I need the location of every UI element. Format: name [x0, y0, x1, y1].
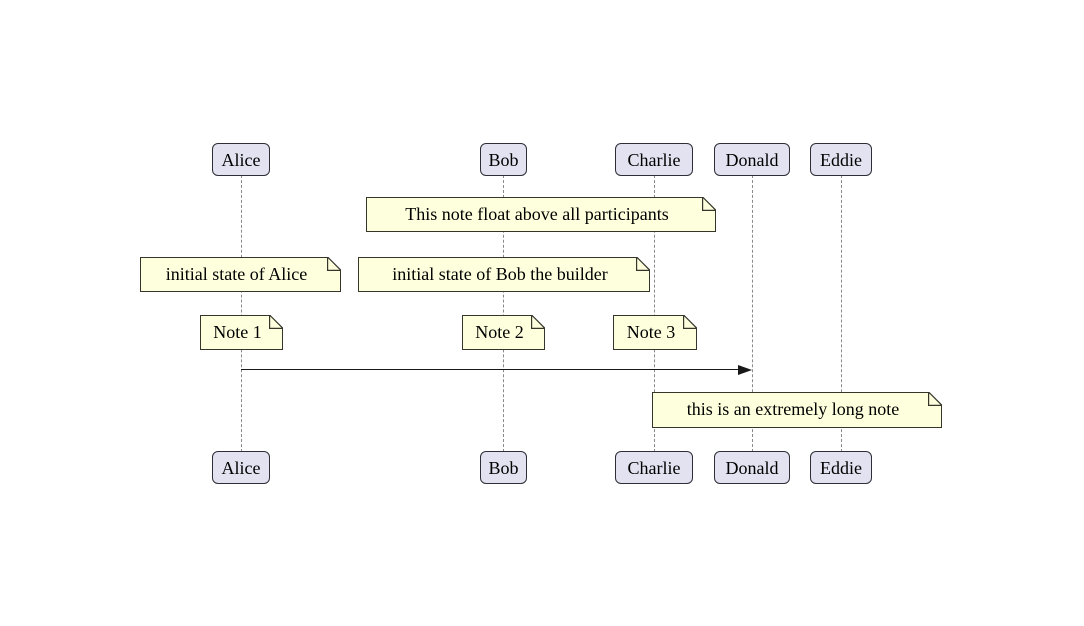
note-initial-alice-text: initial state of Alice	[165, 263, 308, 284]
participant-bob-bottom: Bob	[480, 451, 527, 484]
note-1-text: Note 1	[213, 321, 262, 342]
note-3: Note 3	[613, 315, 697, 350]
note-initial-alice: initial state of Alice	[140, 257, 341, 292]
note-fold-icon	[928, 392, 942, 406]
note-fold-icon	[269, 315, 283, 329]
note-floating: This note float above all participants	[366, 197, 716, 232]
note-2-text: Note 2	[475, 321, 524, 342]
note-fold-icon	[636, 257, 650, 271]
lifeline-charlie	[654, 175, 655, 452]
note-1: Note 1	[200, 315, 283, 350]
note-2: Note 2	[462, 315, 545, 350]
participant-eddie-top: Eddie	[810, 143, 872, 176]
participant-alice-top: Alice	[212, 143, 270, 176]
note-fold-icon	[531, 315, 545, 329]
participant-donald-bottom: Donald	[714, 451, 790, 484]
participant-eddie-bottom: Eddie	[810, 451, 872, 484]
lifeline-alice	[241, 175, 242, 452]
participant-charlie-top: Charlie	[615, 143, 693, 176]
note-long-text: this is an extremely long note	[686, 399, 900, 419]
note-fold-icon	[702, 197, 716, 211]
note-fold-icon	[327, 257, 341, 271]
note-long: this is an extremely long note	[652, 392, 942, 428]
lifeline-donald	[752, 175, 753, 452]
participant-donald-top: Donald	[714, 143, 790, 176]
lifeline-eddie	[841, 175, 842, 452]
message-arrow-line	[241, 369, 738, 370]
note-3-text: Note 3	[626, 321, 676, 342]
participant-bob-top: Bob	[480, 143, 527, 176]
participant-charlie-bottom: Charlie	[615, 451, 693, 484]
note-fold-icon	[683, 315, 697, 329]
note-initial-bob-text: initial state of Bob the builder	[392, 263, 608, 284]
note-initial-bob: initial state of Bob the builder	[358, 257, 650, 292]
note-floating-text: This note float above all participants	[405, 203, 669, 224]
participant-alice-bottom: Alice	[212, 451, 270, 484]
message-arrowhead-icon	[738, 365, 752, 375]
lifeline-bob	[503, 175, 504, 452]
